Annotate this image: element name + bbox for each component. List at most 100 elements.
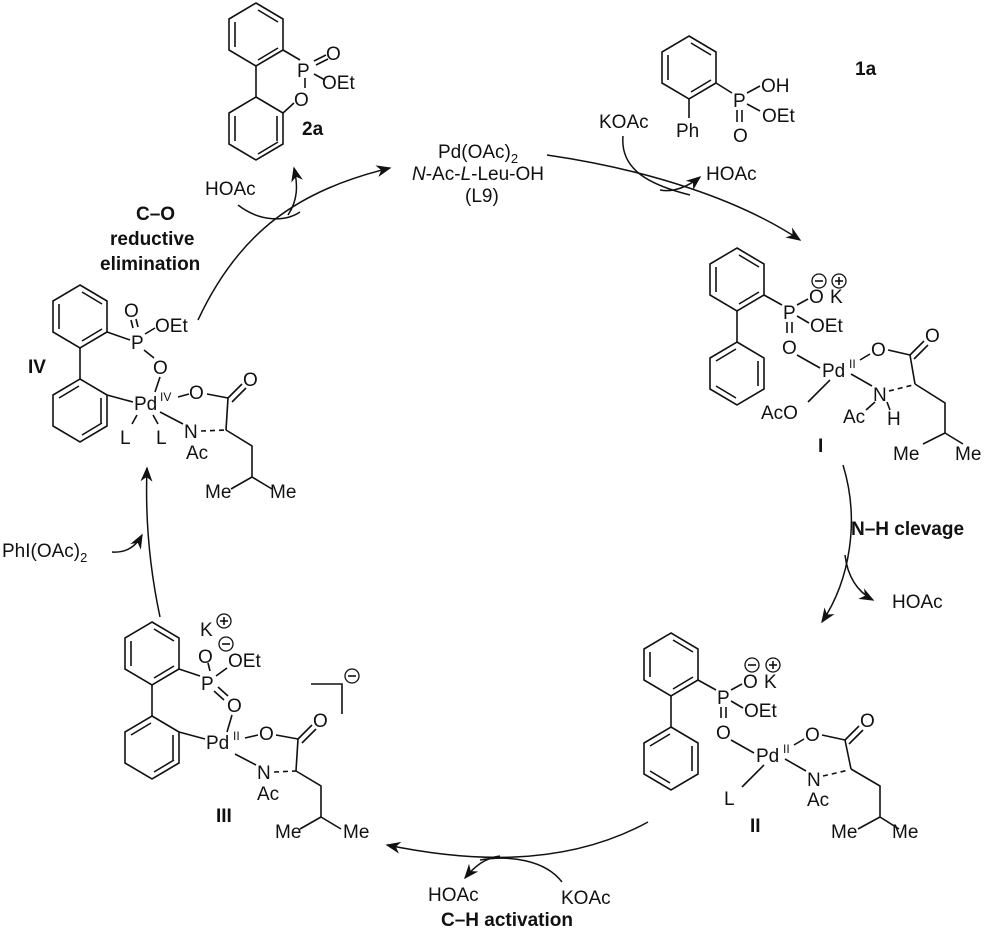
bond-line	[227, 383, 243, 399]
atom-label: Ac	[843, 407, 865, 428]
bond-line	[730, 739, 755, 754]
bond-line	[859, 353, 871, 361]
bond-line	[124, 715, 180, 780]
bond-line	[213, 690, 225, 701]
atom-label: L	[461, 164, 472, 185]
bond-line	[154, 376, 161, 393]
svg-text:Pd(OAc)2: Pd(OAc)2	[438, 142, 518, 166]
atom-label: O	[871, 340, 886, 361]
bond-line	[643, 632, 699, 697]
atom-label: 2	[80, 550, 87, 565]
atom-label: Pd	[134, 394, 157, 415]
arrow-hoac-out-ch	[464, 855, 501, 880]
atom-label: OEt	[762, 106, 795, 127]
atom-label: O	[716, 723, 731, 744]
atom-label: Ac	[257, 784, 279, 805]
atom-label: 1a	[855, 59, 877, 80]
bond-line	[225, 429, 273, 490]
atom-label: O	[860, 711, 875, 732]
atom-label: Me	[831, 822, 857, 843]
bond-line	[130, 722, 175, 773]
atom-label: II	[750, 816, 761, 837]
atom-label: OEt	[155, 316, 188, 337]
bond-line	[178, 731, 206, 740]
bond-line	[784, 758, 807, 772]
atom-label: K	[830, 287, 843, 308]
atom-label: Pd	[206, 733, 229, 754]
bond-line	[848, 729, 864, 745]
atom-label: L	[724, 789, 735, 810]
bond-line	[315, 58, 329, 66]
bond-line	[793, 738, 805, 746]
arrow-II-to-III	[385, 821, 649, 859]
bond-line	[231, 387, 247, 403]
atom-label: Me	[955, 444, 981, 465]
atom-label: H	[887, 409, 901, 430]
atom-label: II	[233, 729, 240, 743]
atom-label: II	[783, 742, 790, 756]
bond-line	[106, 331, 131, 341]
bond-line	[200, 429, 227, 432]
reagent-hoac-ch: HOAc	[428, 885, 479, 906]
atom-label: N	[257, 763, 271, 784]
atom-label: P	[733, 91, 746, 112]
bond-line	[709, 341, 765, 406]
atom-label: O	[124, 301, 139, 322]
bond-line	[649, 639, 694, 690]
intermediate-II: P O K OEt O Pd II O O N Ac L Me Me II	[643, 632, 918, 843]
atom-label: N	[184, 422, 198, 443]
bond-line	[152, 414, 159, 425]
bond-line	[888, 384, 914, 392]
atom-label: II	[849, 357, 856, 371]
bond-line	[311, 683, 343, 714]
bond-line	[887, 349, 911, 356]
atom-label: 2	[511, 151, 518, 166]
atom-label: I	[818, 436, 823, 457]
arrow-catalyst-to-I	[546, 154, 802, 241]
bond-line	[206, 393, 229, 399]
bond-line	[821, 734, 846, 741]
bond-line	[763, 294, 783, 306]
bond-line	[228, 2, 284, 67]
bond-line	[58, 385, 103, 436]
atom-label: N	[873, 385, 887, 406]
bond-line	[228, 96, 284, 161]
intermediate-IV: P O OEt O Pd IV O O N Ac L L Me Me IV	[28, 284, 296, 503]
atom-label: O	[189, 383, 204, 404]
bond-line	[297, 724, 313, 740]
bond-line	[273, 770, 297, 773]
bond-line	[649, 733, 693, 784]
atom-label: OEt	[810, 316, 843, 337]
atom-label: Ac	[186, 443, 208, 464]
bond-line	[746, 85, 761, 94]
intermediate-III: P O OEt K O Pd II O O N Ac Me Me III	[124, 613, 369, 843]
bond-line	[52, 378, 108, 443]
bond-line	[844, 725, 860, 741]
atom-label: Me	[275, 822, 301, 843]
atom-label: -Ac-	[426, 164, 461, 185]
bond-line	[741, 764, 765, 788]
bond-line	[715, 348, 759, 399]
atom-label: OEt	[744, 701, 777, 722]
bond-line	[661, 35, 717, 100]
bond-line	[715, 254, 760, 305]
reagent-hoac-top: HOAc	[706, 164, 757, 185]
arrow-hoac-in-re	[237, 204, 301, 220]
reagent-hoac-nh: HOAc	[892, 592, 943, 613]
atom-label: Me	[893, 444, 919, 465]
atom-label: Pd(OAc)	[438, 142, 511, 163]
substrate-1a: Ph P OH OEt O 1a	[661, 35, 877, 147]
atom-label: O	[313, 711, 328, 732]
arrow-koac-in-top	[622, 135, 691, 196]
atom-label: O	[809, 287, 824, 308]
bond-line	[177, 393, 190, 398]
reagent-koac-ch: KOAc	[561, 888, 611, 909]
atom-label: Ph	[676, 121, 699, 142]
atom-label: III	[216, 806, 232, 827]
bond-line	[313, 54, 327, 62]
bond-line	[282, 49, 301, 61]
step-nh-cleavage: N–H clevage	[851, 519, 964, 540]
bond-line	[301, 728, 317, 744]
bond-line	[730, 700, 744, 709]
bond-line	[215, 667, 228, 677]
